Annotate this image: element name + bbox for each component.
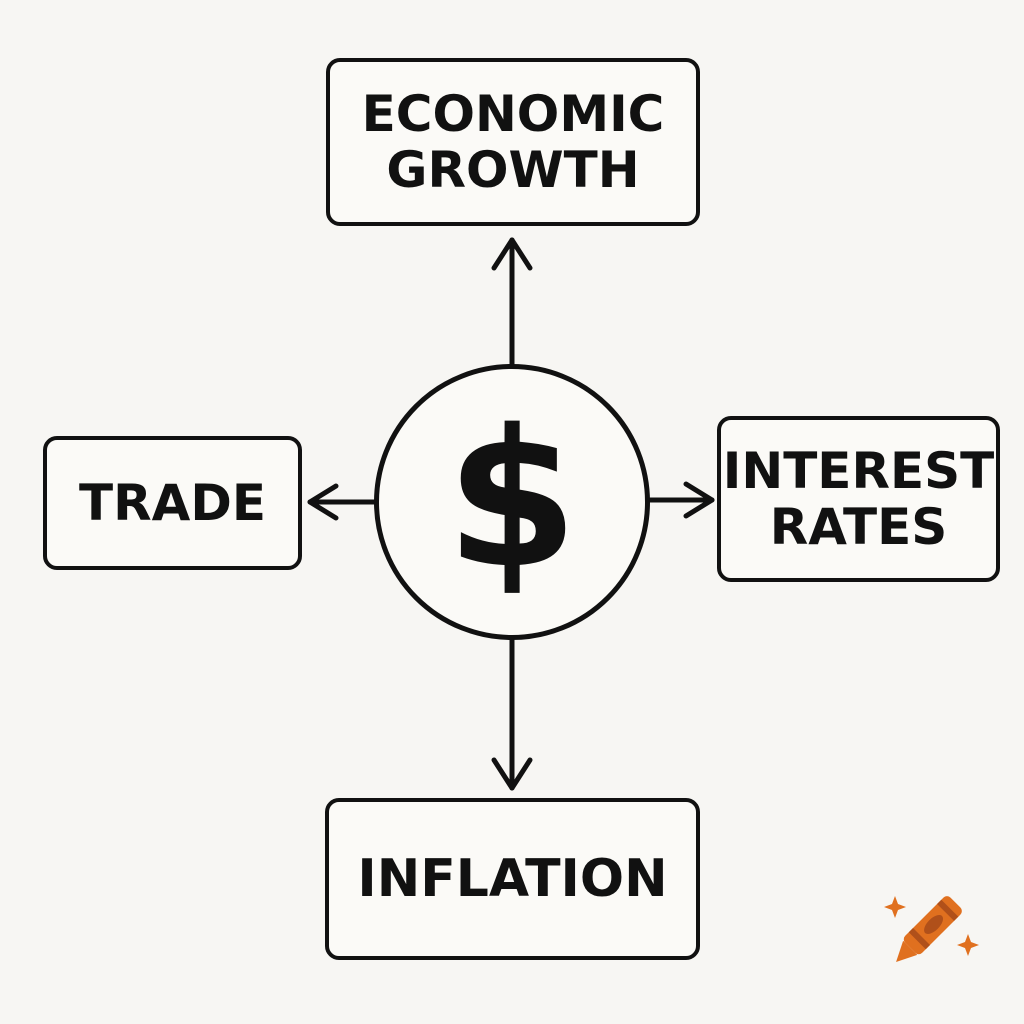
arrowhead-right [683,481,715,519]
node-interest-rates-label: INTEREST RATES [722,442,995,556]
crayon-icon [884,896,979,962]
sparkle-icon [884,896,906,918]
arrowhead-left [307,483,339,521]
sparkle-icon [957,934,979,956]
arrowhead-down [491,757,533,791]
center-dollar-node: $ [374,364,650,640]
node-trade: TRADE [43,436,302,570]
arrowhead-up [491,237,533,271]
node-economic-growth-label: ECONOMIC GROWTH [361,85,665,199]
node-inflation: INFLATION [325,798,700,960]
node-economic-growth: ECONOMIC GROWTH [326,58,700,226]
node-trade-label: TRADE [79,474,266,532]
node-interest-rates: INTEREST RATES [717,416,1000,582]
node-inflation-label: INFLATION [357,848,668,909]
dollar-sign-icon: $ [445,389,579,610]
